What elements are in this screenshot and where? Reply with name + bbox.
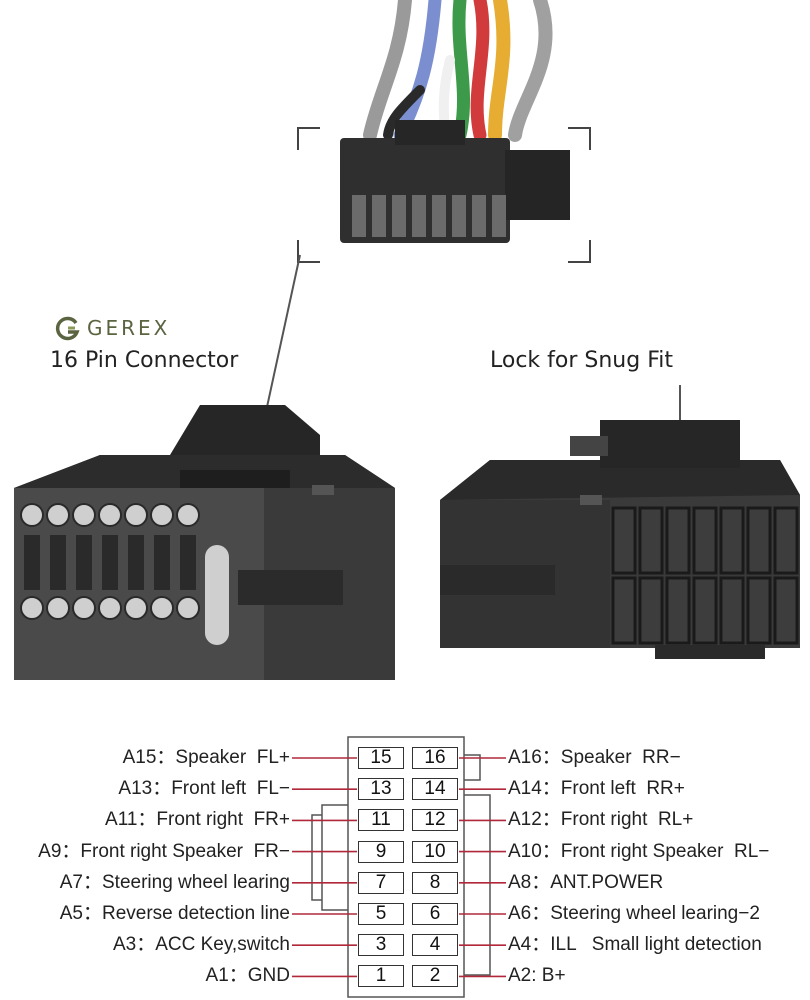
pin-leader-lines <box>292 757 506 978</box>
pin-label-a6: A6：Steering wheel learing−2 <box>508 903 760 924</box>
pin-number-10: 10 <box>412 840 458 863</box>
brand-logo: GEREX <box>55 315 170 341</box>
pin-number-4: 4 <box>412 934 458 957</box>
pin-label-a4: A4：ILL Small light detection <box>508 934 762 956</box>
gerex-logo-icon <box>55 316 80 341</box>
wire-bundle <box>363 0 553 142</box>
pinout-housing <box>311 736 491 998</box>
pointer-line-left <box>261 254 301 431</box>
pin-label-a13: A13：Front left FL− <box>118 778 290 800</box>
pin-number-5: 5 <box>358 903 404 925</box>
caption-lock-snug-fit: Lock for Snug Fit <box>490 348 674 373</box>
pin-label-a7: A7：Steering wheel learing <box>59 871 290 893</box>
pin-number-13: 13 <box>358 778 404 801</box>
pin-label-a8: A8：ANT.POWER <box>508 871 664 893</box>
pin-number-9: 9 <box>358 840 404 863</box>
caption-16-pin-connector: 16 Pin Connector <box>50 348 239 373</box>
pin-number-16: 16 <box>412 747 458 769</box>
pin-number-11: 11 <box>358 809 404 832</box>
pin-label-a15: A15：Speaker FL+ <box>122 747 290 768</box>
top-connector <box>340 120 570 243</box>
pin-label-a12: A12：Front right RL+ <box>508 809 694 831</box>
brand-name: GEREX <box>87 316 171 340</box>
pin-label-a3: A3：ACC Key,switch <box>112 934 290 956</box>
pin-label-a1: A1：GND <box>205 965 290 987</box>
pin-number-14: 14 <box>412 778 458 801</box>
pin-number-2: 2 <box>412 965 458 988</box>
pin-number-12: 12 <box>412 809 458 832</box>
connector-photo <box>14 0 800 680</box>
pin-number-15: 15 <box>358 747 404 769</box>
right-connector <box>440 420 800 659</box>
left-connector <box>14 405 395 680</box>
pin-label-a11: A11：Front right FR+ <box>105 809 290 831</box>
pin-label-a2: A2: B+ <box>508 965 566 987</box>
pin-label-a9: A9：Front right Speaker FR− <box>38 840 290 862</box>
pin-label-a10: A10：Front right Speaker RL− <box>508 840 770 862</box>
pinout-lines <box>292 736 506 998</box>
pin-number-7: 7 <box>358 871 404 894</box>
pin-number-1: 1 <box>358 965 404 988</box>
pin-number-6: 6 <box>412 903 458 925</box>
pin-label-a5: A5：Reverse detection line <box>59 903 290 924</box>
pin-number-8: 8 <box>412 871 458 894</box>
pin-number-3: 3 <box>358 934 404 957</box>
pin-label-a16: A16：Speaker RR− <box>508 747 681 768</box>
pin-label-a14: A14：Front left RR+ <box>508 778 685 800</box>
